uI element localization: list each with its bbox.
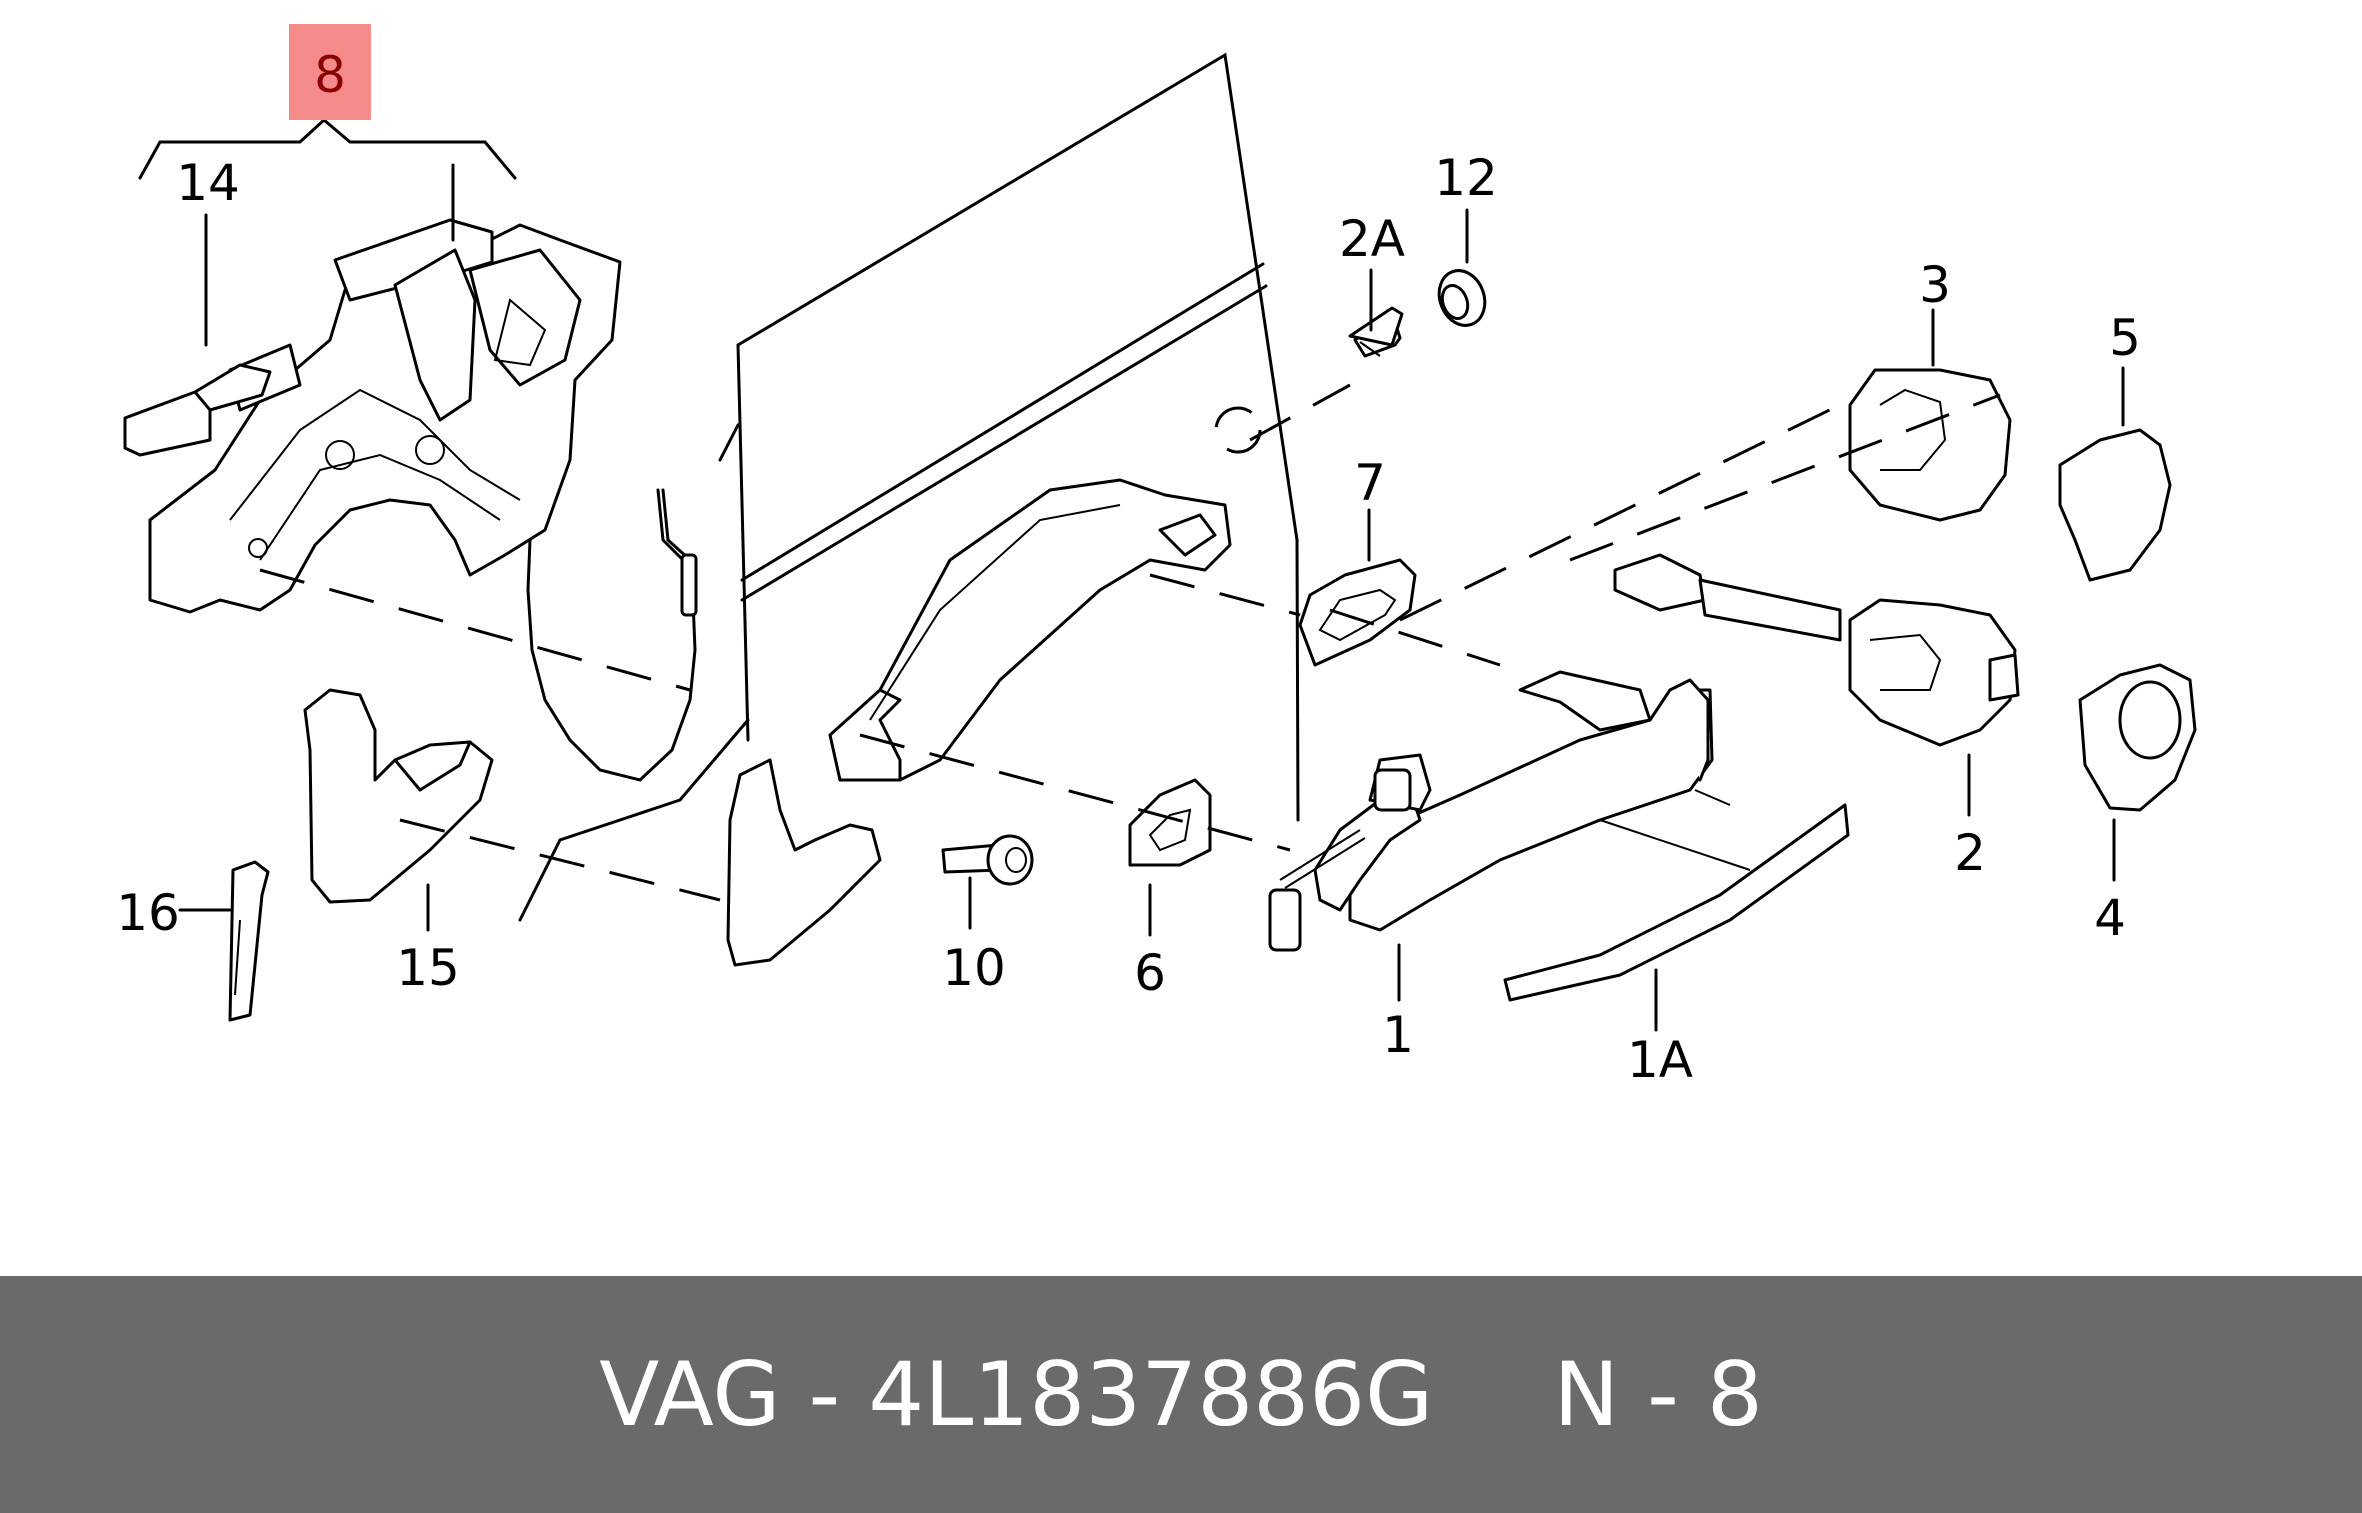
handle-carrier-bracket [123,218,622,614]
callout-2: 2 [1954,824,1986,882]
callout-7: 7 [1354,454,1386,512]
part-number-text: VAG - 4L1837886G [599,1343,1434,1446]
callout-8-highlight [289,24,371,120]
cover-4 [2078,663,2197,812]
door-gasket-right [726,758,882,967]
callout-16: 16 [116,884,180,942]
callout-1: 1 [1382,1006,1414,1064]
callout-12: 12 [1434,149,1498,207]
grommet-12 [1437,269,1487,327]
diagram-position-text: N - 8 [1553,1343,1763,1446]
part-number-footer: VAG - 4L1837886G N - 8 [0,1276,2362,1513]
gasket-7 [1298,558,1417,667]
cap-3 [1848,368,2012,522]
door-panel [518,52,1300,922]
gasket-6 [1128,778,1212,867]
door-handle-1 [1268,670,1714,952]
lock-cylinder-2 [1613,553,2020,747]
callout-14: 14 [176,154,240,212]
callout-8: 8 [314,46,346,104]
exploded-parts-diagram: 8 14 12 2A 3 5 7 16 15 10 6 1 1A 2 4 [116,24,2197,1089]
callout-6: 6 [1134,944,1166,1002]
callout-labels: 8 14 12 2A 3 5 7 16 15 10 6 1 1A 2 4 [116,46,2141,1089]
bowden-cable [526,488,698,782]
cap-5 [2058,428,2172,582]
assembly-lines [259,383,2001,902]
clip-16 [228,860,270,1022]
callout-4: 4 [2094,889,2126,947]
callout-1a: 1A [1627,1031,1693,1089]
trim-strip-1a [1503,803,1850,1002]
callout-5: 5 [2109,309,2141,367]
screw-10 [941,834,1034,886]
handle-gasket [828,478,1232,782]
screw-2a [1348,306,1404,358]
callout-2a: 2A [1339,210,1405,268]
callout-3: 3 [1919,256,1951,314]
callout-15: 15 [396,939,460,997]
seal-15 [303,688,494,904]
callout-10: 10 [942,939,1006,997]
